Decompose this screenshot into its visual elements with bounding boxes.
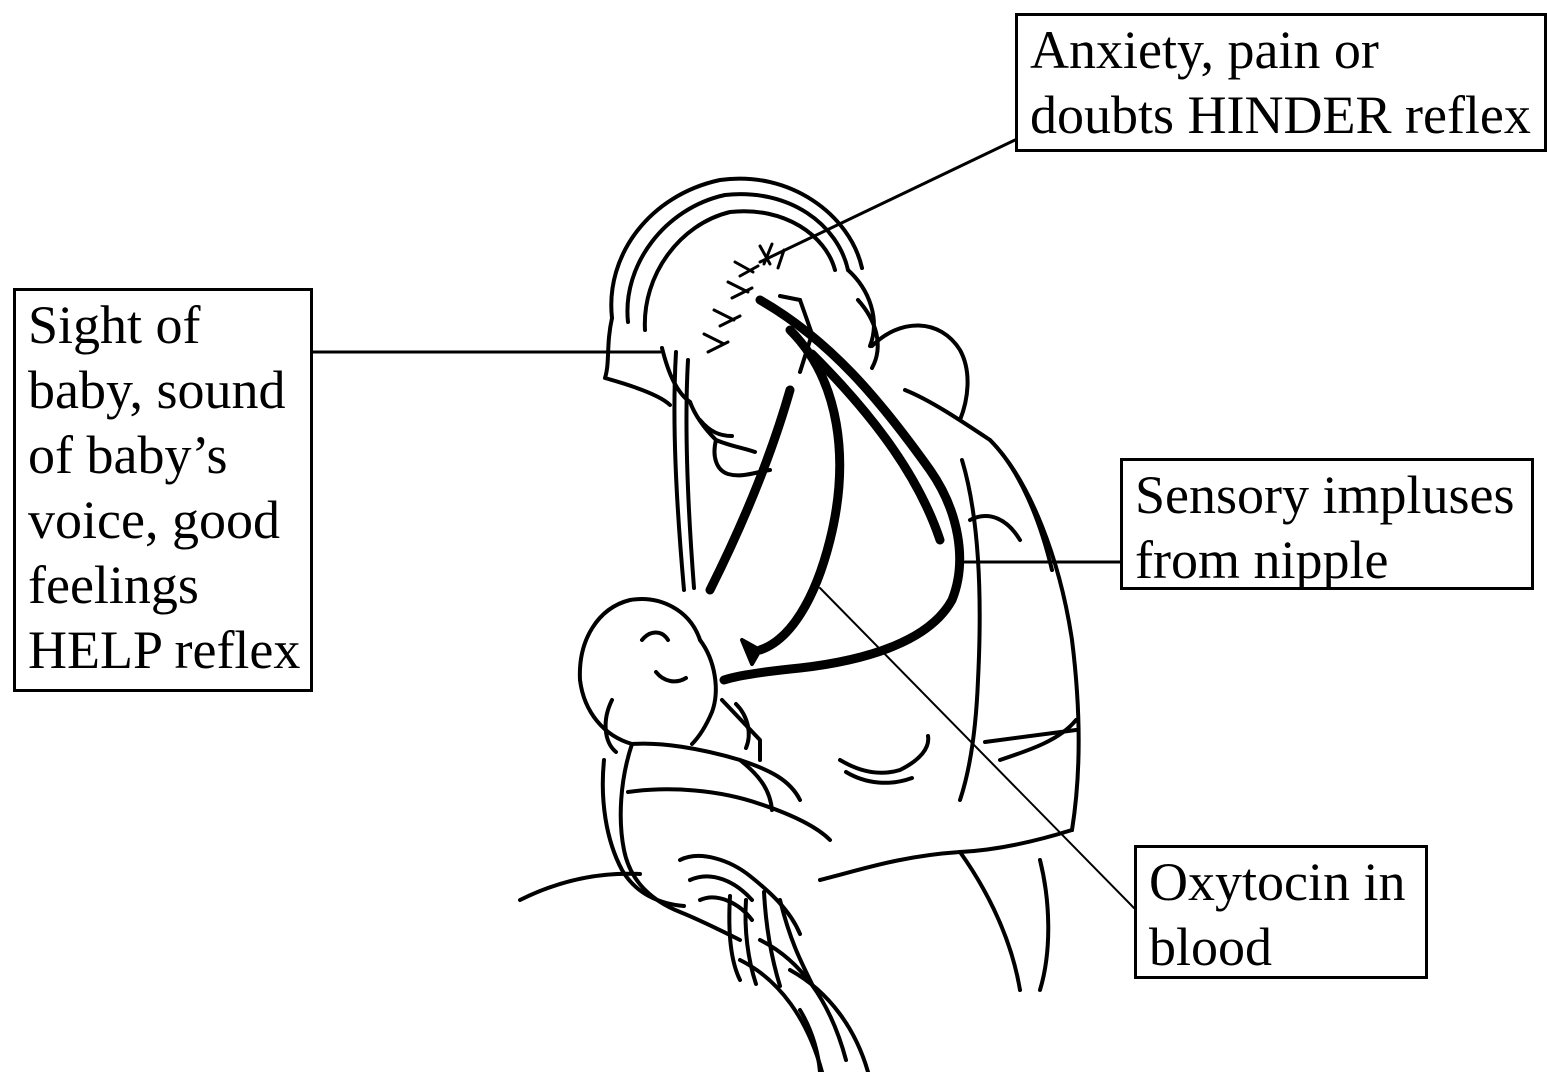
leader-line-anxiety [760, 140, 1015, 262]
label-oxytocin-in-blood: Oxytocin in blood [1134, 845, 1428, 979]
baby [580, 599, 830, 940]
label-sight-line-2: baby, sound [28, 358, 300, 423]
leader-line-oxytocin [820, 588, 1134, 908]
label-sensory-impulses: Sensory impluses from nipple [1120, 458, 1534, 590]
nerve-marks [704, 244, 784, 352]
label-oxytocin-line-2: blood [1149, 915, 1415, 980]
label-sight-line-5: feelings [28, 553, 300, 618]
label-oxytocin-line-1: Oxytocin in [1149, 850, 1415, 915]
chair [520, 874, 868, 1072]
label-anxiety-line-2: doubts HINDER reflex [1030, 83, 1534, 148]
label-sensory-line-2: from nipple [1135, 528, 1521, 593]
label-anxiety-line-1: Anxiety, pain or [1030, 18, 1534, 83]
label-sight-line-4: voice, good [28, 488, 300, 553]
label-sight-line-3: of baby’s [28, 423, 300, 488]
label-sensory-line-1: Sensory impluses [1135, 463, 1521, 528]
label-anxiety-hinder-reflex: Anxiety, pain or doubts HINDER reflex [1015, 13, 1547, 152]
label-sight-line-6: HELP reflex [28, 618, 300, 683]
label-sight-line-1: Sight of [28, 293, 300, 358]
reflex-pathway [710, 300, 960, 680]
label-sight-help-reflex: Sight of baby, sound of baby’s voice, go… [13, 288, 313, 692]
